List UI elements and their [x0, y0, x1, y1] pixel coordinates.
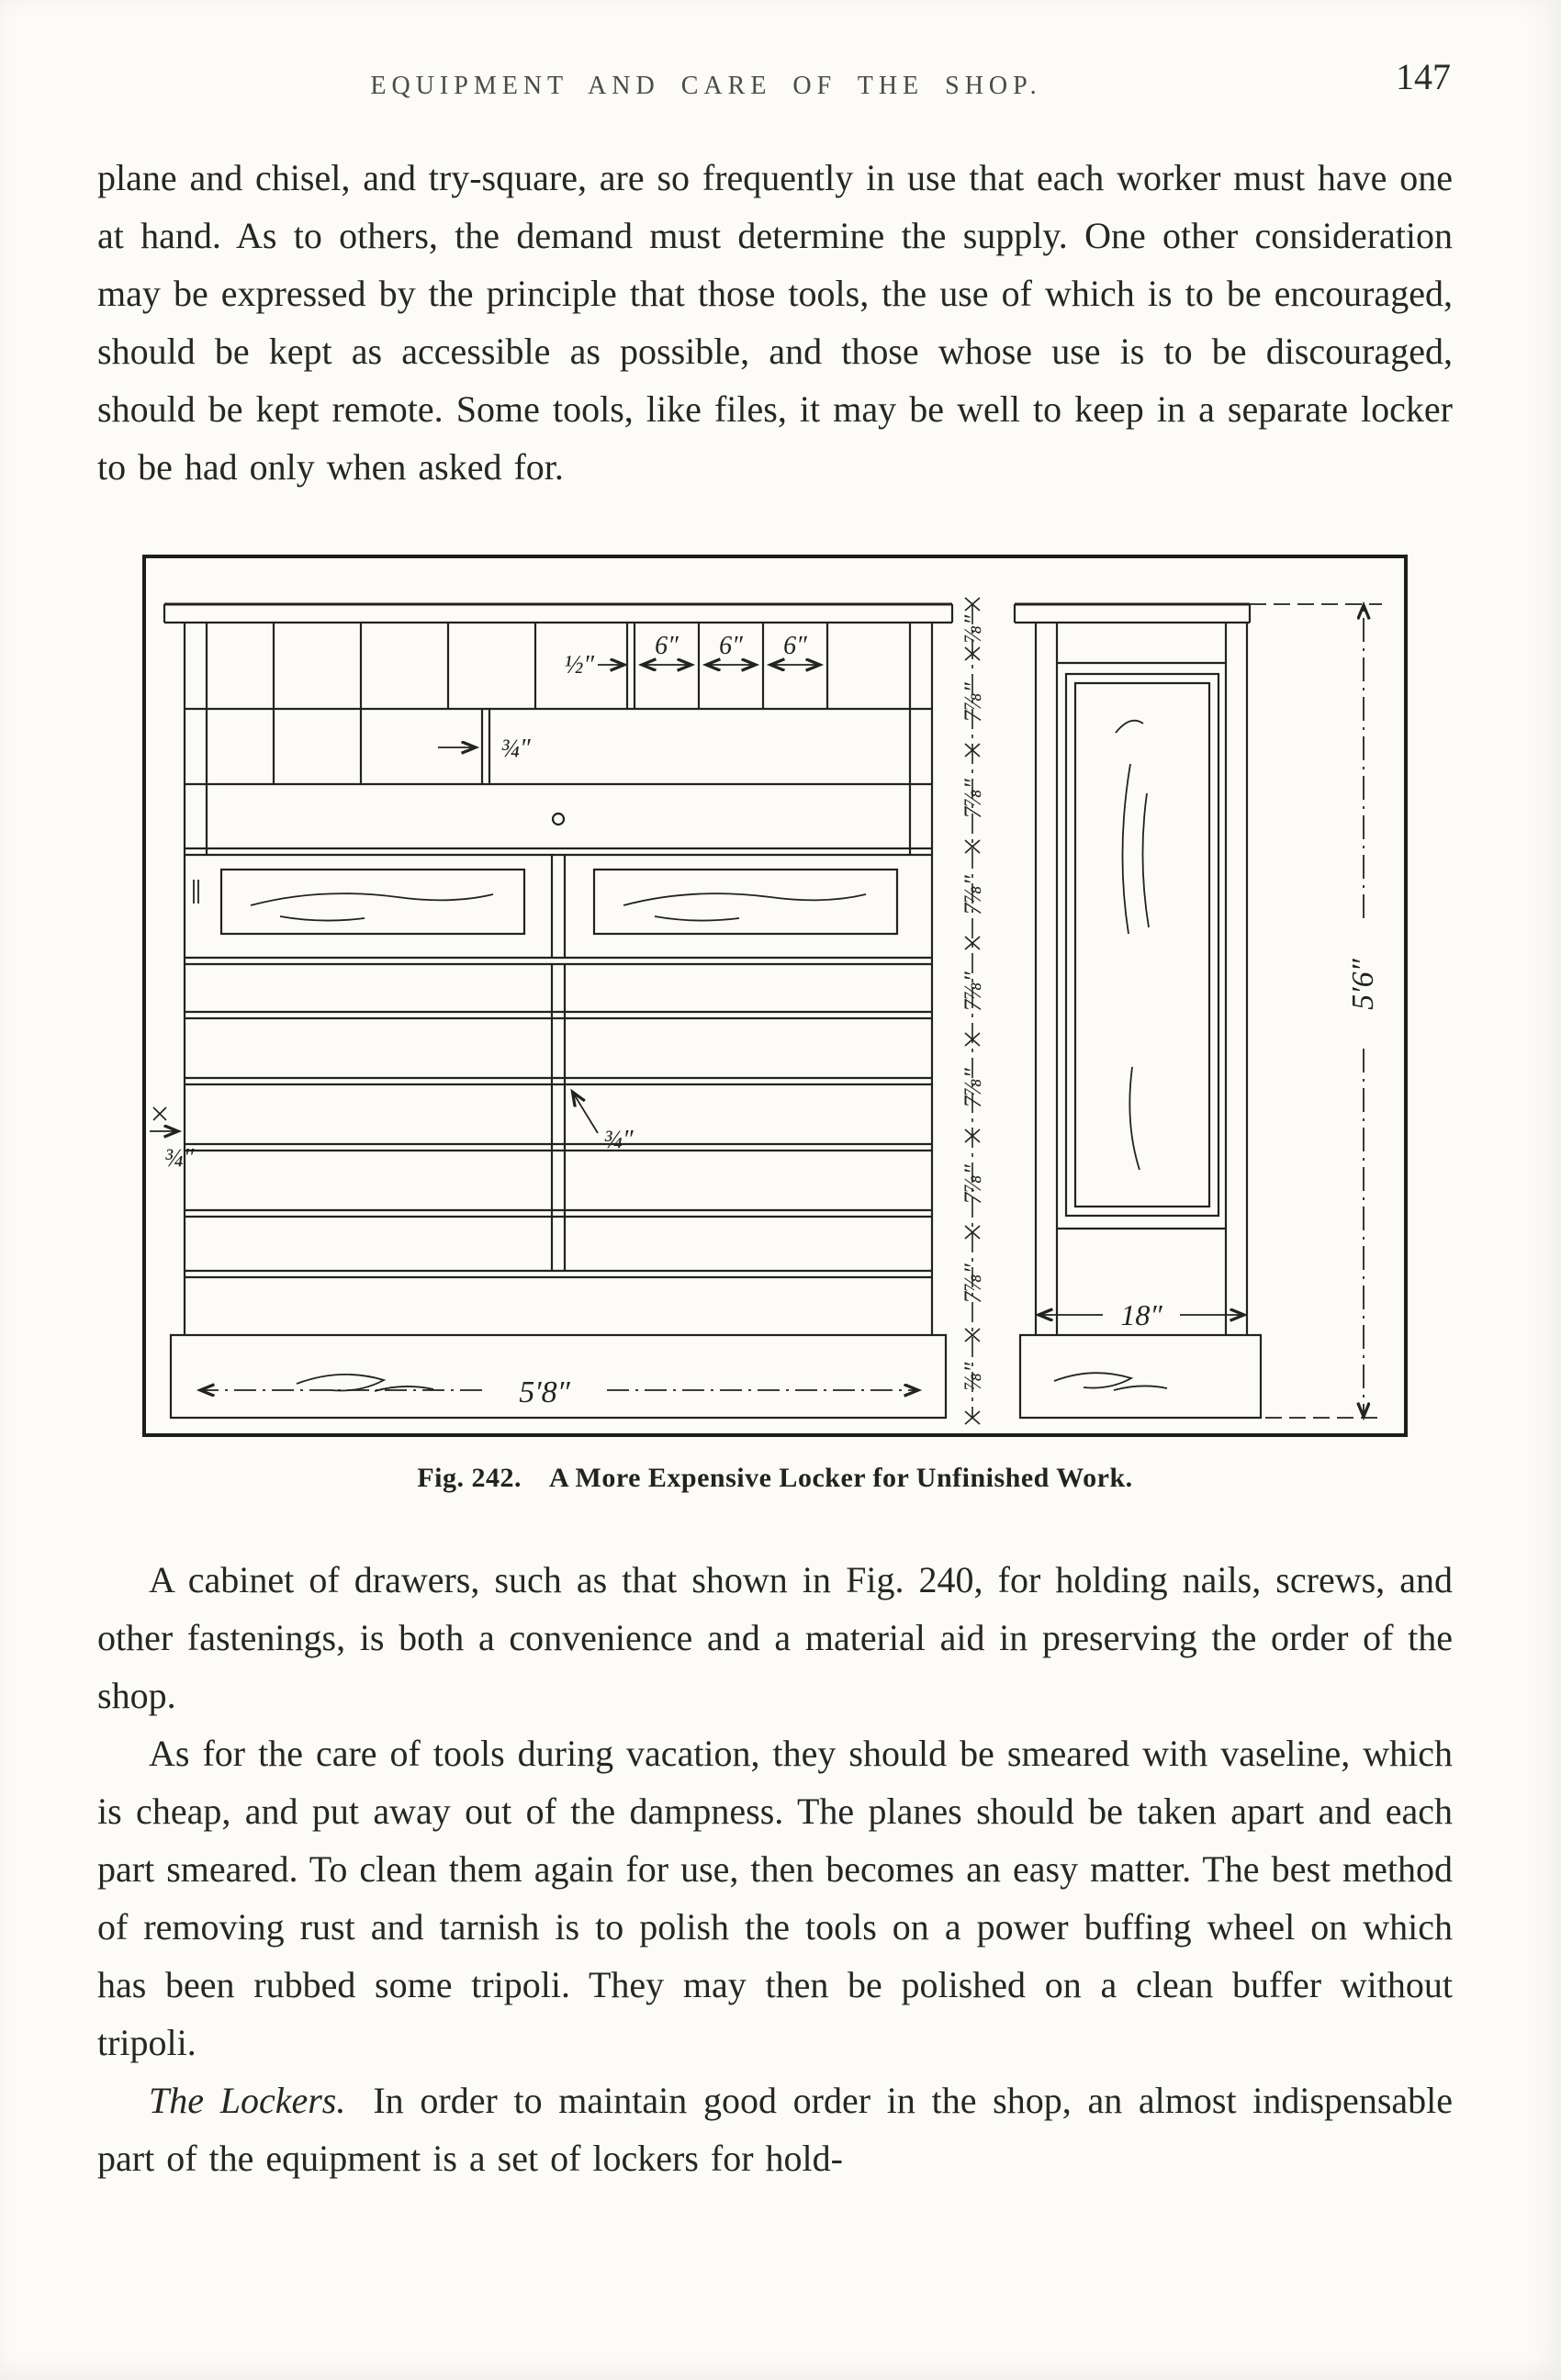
dim-label-front-width: 5′8″ — [519, 1375, 570, 1409]
paragraph-4-text: In order to maintain good order in the s… — [97, 2080, 1454, 2179]
chain-label-1: 7⅞″ — [960, 681, 986, 723]
front-view-drawing — [163, 602, 954, 1420]
side-view-drawing — [1013, 602, 1263, 1420]
chain-label-8: ⅞″ — [960, 1362, 986, 1391]
figure-caption-label: Fig. 242. — [417, 1463, 522, 1493]
dim-label-six-3: 6″ — [783, 632, 807, 660]
left-drawer-panel — [219, 868, 526, 936]
dim-label-overall-height: 5′6″ — [1346, 958, 1380, 1009]
figure-caption-text: A More Expensive Locker for Unfinished W… — [549, 1463, 1133, 1493]
page-header: EQUIPMENT AND CARE OF THE SHOP. 147 — [97, 56, 1453, 108]
dim-label-side-width: 18″ — [1120, 1298, 1162, 1331]
paragraph-2: A cabinet of drawers, such as that shown… — [97, 1559, 1453, 1716]
figure-242: ½″ 6″ 6″ 6″ ¾″ ¾″ ¾″ 5′8″ 18″ 5′6″ ⅞″ 7⅞… — [140, 553, 1409, 1494]
dimension-lines — [150, 604, 1382, 1418]
paragraph-4-lead: The Lockers. — [149, 2080, 346, 2121]
chain-label-2: 7⅞″ — [960, 778, 986, 819]
figure-labels: ½″ 6″ 6″ 6″ ¾″ ¾″ ¾″ 5′8″ 18″ 5′6″ ⅞″ 7⅞… — [164, 614, 1380, 1409]
figure-border — [142, 555, 1408, 1437]
paragraph-4: The Lockers.In order to maintain good or… — [97, 2071, 1453, 2187]
dimension-chain — [964, 597, 981, 1425]
chain-label-6: 7⅞″ — [960, 1163, 986, 1205]
dim-label-shelf-mid: ¾″ — [603, 1126, 634, 1154]
dim-label-six-1: 6″ — [655, 632, 679, 660]
running-title: EQUIPMENT AND CARE OF THE SHOP. — [370, 72, 1042, 100]
front-base — [169, 1333, 948, 1420]
side-base — [1018, 1333, 1263, 1420]
paragraph-3: As for the care of tools during vacation… — [97, 1733, 1453, 2063]
chain-label-0: ⅞″ — [960, 614, 986, 644]
drawer-knob — [551, 812, 566, 826]
right-drawer-panel — [592, 868, 899, 936]
chain-label-7: 7⅞″ — [960, 1263, 986, 1304]
paragraph-1: plane and chisel, and try-square, are so… — [97, 157, 1453, 488]
dim-label-six-2: 6″ — [719, 632, 743, 660]
dim-label-shelf-left: ¾″ — [164, 1144, 195, 1173]
page-number: 147 — [1396, 56, 1451, 97]
dim-label-slot-width: ½″ — [564, 651, 594, 679]
figure-caption: Fig. 242. A More Expensive Locker for Unf… — [140, 1463, 1409, 1494]
chain-label-4: 7⅞″ — [960, 971, 986, 1012]
chain-label-5: 7⅞″ — [960, 1067, 986, 1108]
figure-drawing: ½″ 6″ 6″ 6″ ¾″ ¾″ ¾″ 5′8″ 18″ 5′6″ ⅞″ 7⅞… — [142, 555, 1408, 1437]
dim-label-slat-thickness: ¾″ — [500, 735, 531, 763]
page-content: EQUIPMENT AND CARE OF THE SHOP. 147 plan… — [97, 56, 1453, 2187]
chain-label-3: 7⅞″ — [960, 874, 986, 915]
